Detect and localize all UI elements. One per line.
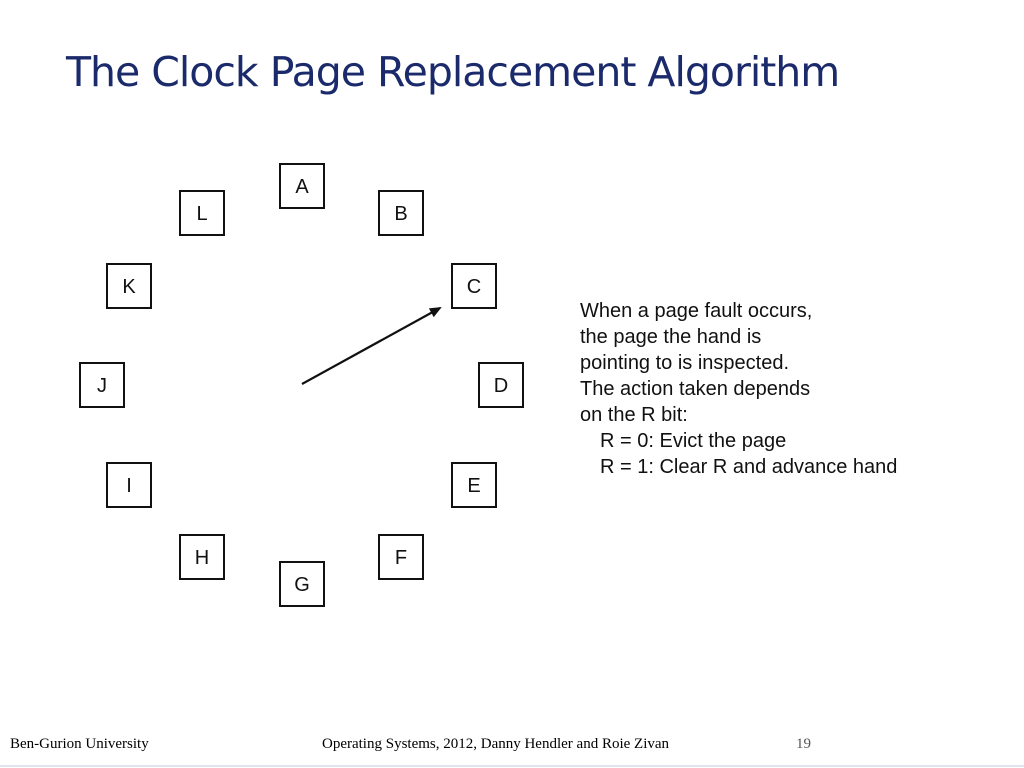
page-label: J [97, 375, 107, 397]
page-box-frame [179, 190, 225, 236]
description-line: on the R bit: [580, 404, 688, 426]
algorithm-description: When a page fault occurs, the page the h… [580, 298, 897, 480]
page-box-g: G [279, 561, 325, 607]
page-label: L [196, 203, 207, 225]
clock-hand-arrow [301, 307, 442, 385]
page-label: E [467, 475, 480, 497]
description-line: pointing to is inspected. [580, 352, 790, 374]
footer-university: Ben-Gurion University [10, 736, 149, 752]
description-line: When a page fault occurs, [580, 300, 813, 322]
page-box-frame [279, 163, 325, 209]
page-box-d: D [478, 362, 524, 408]
page-label: A [295, 176, 309, 198]
footer-divider [0, 765, 1024, 767]
description-line: the page the hand is [580, 326, 762, 348]
page-box-l: L [179, 190, 225, 236]
rule-r1: R = 1: Clear R and advance hand [600, 456, 898, 478]
page-label: I [126, 475, 132, 497]
page-box-frame [106, 263, 152, 309]
page-box-frame [378, 190, 424, 236]
page-box-frame [378, 534, 424, 580]
page-label: G [294, 574, 310, 596]
page-box-frame [451, 263, 497, 309]
page-boxes: A B C D E F G H I J K L [79, 163, 524, 607]
page-box-k: K [106, 263, 152, 309]
page-label: D [494, 375, 508, 397]
page-box-c: C [451, 263, 497, 309]
page-label: B [394, 203, 407, 225]
page-box-b: B [378, 190, 424, 236]
page-box-f: F [378, 534, 424, 580]
rule-r0: R = 0: Evict the page [600, 430, 787, 452]
footer-page-number: 19 [796, 736, 811, 752]
description-line: The action taken depends [580, 378, 811, 400]
page-box-frame [279, 561, 325, 607]
page-label: K [122, 276, 136, 298]
footer-course: Operating Systems, 2012, Danny Hendler a… [322, 736, 670, 752]
page-box-j: J [79, 362, 125, 408]
page-label: F [395, 547, 407, 569]
page-box-e: E [451, 462, 497, 508]
page-box-i: I [106, 462, 152, 508]
page-box-h: H [179, 534, 225, 580]
page-box-frame [451, 462, 497, 508]
page-box-a: A [279, 163, 325, 209]
page-box-frame [106, 462, 152, 508]
page-label: C [467, 276, 481, 298]
page-box-frame [179, 534, 225, 580]
page-box-frame [478, 362, 524, 408]
page-box-frame [79, 362, 125, 408]
slide-title: The Clock Page Replacement Algorithm [66, 48, 840, 96]
page-label: H [195, 547, 209, 569]
